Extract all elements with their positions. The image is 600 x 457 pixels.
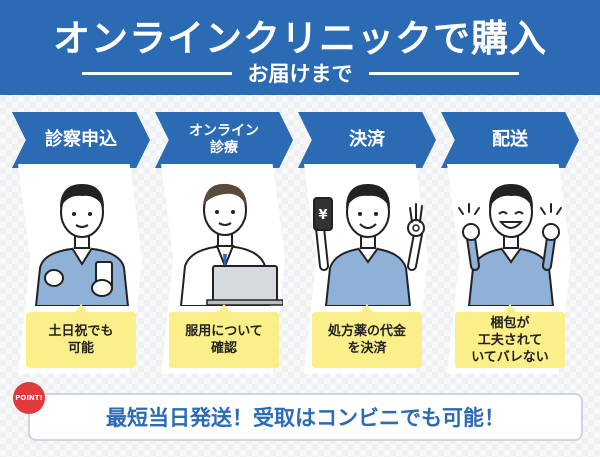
bottom-message-bar: 最短当日発送！受取はコンビニでも可能！	[28, 393, 583, 441]
step-title: 配送	[441, 112, 579, 168]
doctor-with-laptop-illustration	[179, 183, 283, 306]
subtitle-divider-left	[81, 71, 232, 75]
yen-phone-icon: ¥	[313, 197, 333, 231]
step-title: 決済	[298, 112, 436, 168]
svg-text:¥: ¥	[318, 208, 327, 223]
sparkle-icon	[458, 203, 562, 215]
step-note: 処方薬の代金 を決済	[312, 304, 422, 368]
subtitle-divider-right	[368, 71, 519, 75]
subtitle-row: お届けまで	[0, 60, 600, 86]
page-title: オンラインクリニックで購入	[53, 17, 547, 60]
person-with-smartphone-illustration	[34, 184, 130, 306]
step-online-consultation: オンライン 診療 服用について 確認	[155, 112, 293, 374]
happy-person-illustration	[458, 184, 562, 306]
step-title: 診察申込	[12, 112, 150, 168]
step-consultation-request: 診察申込 土日祝でも 可能	[12, 112, 150, 374]
step-delivery: 配送 梱包が 工夫されて いてバレない	[441, 112, 579, 374]
step-note: 服用について 確認	[169, 304, 279, 368]
step-title: オンライン 診療	[155, 112, 293, 168]
laptop-icon	[206, 265, 283, 306]
person-with-phone-ok-illustration: ¥	[313, 184, 425, 306]
step-flow: 診察申込 土日祝でも 可能 オンライン 診療	[12, 112, 588, 374]
page-subtitle: お届けまで	[247, 62, 353, 86]
header-banner: オンラインクリニックで購入 お届けまで	[0, 0, 600, 95]
step-note: 梱包が 工夫されて いてバレない	[455, 304, 565, 368]
step-payment: 決済 ¥ 処方薬の代金 を決済	[298, 112, 436, 374]
step-note: 土日祝でも 可能	[26, 304, 136, 368]
point-badge: POINT!	[13, 382, 45, 414]
ok-hand-icon	[407, 203, 425, 237]
bottom-message: 最短当日発送！受取はコンビニでも可能！	[106, 406, 505, 430]
